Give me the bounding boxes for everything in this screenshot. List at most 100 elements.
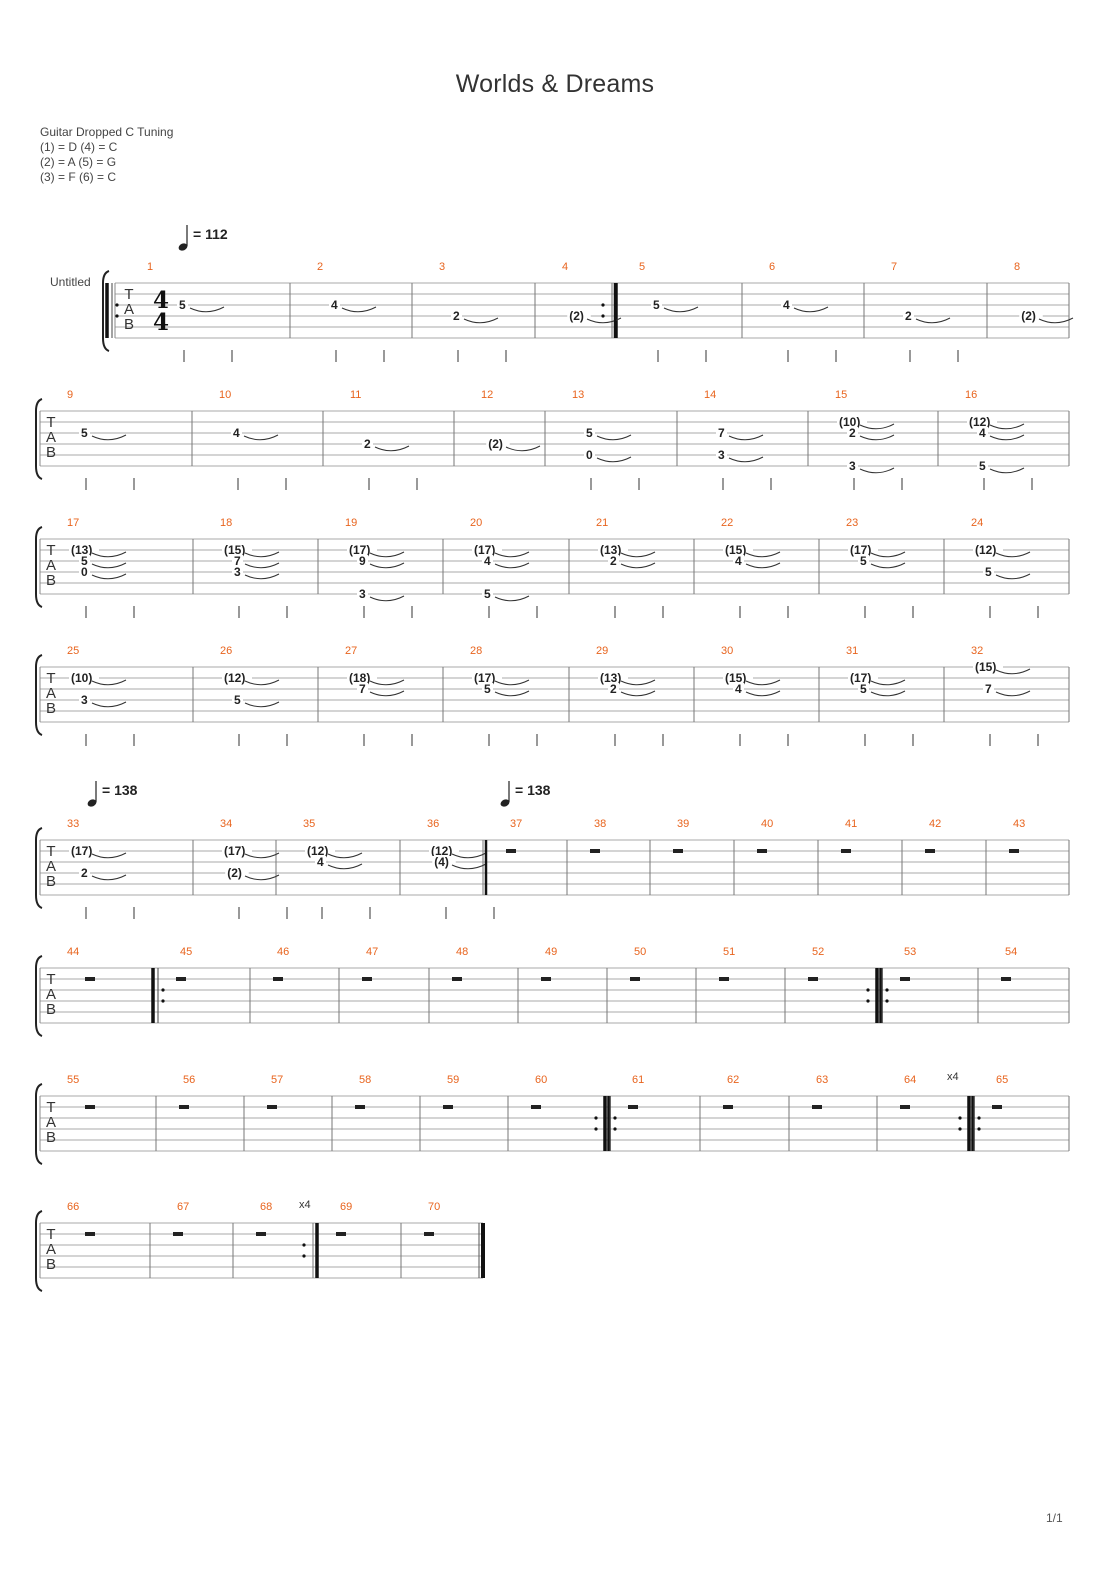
- tab-letter: B: [46, 444, 56, 461]
- repeat-dot: [161, 999, 165, 1003]
- measure-number: 28: [470, 645, 482, 657]
- measure-number: 32: [971, 645, 983, 657]
- fret-number: (17): [71, 844, 92, 858]
- measure-number: 62: [727, 1074, 739, 1086]
- note-backdrop: [967, 416, 997, 429]
- system-bracket: [35, 1210, 43, 1292]
- note-backdrop: [231, 427, 242, 440]
- note-backdrop: [973, 661, 1003, 674]
- tab-letter: T: [124, 286, 133, 303]
- note-backdrop: [733, 683, 744, 696]
- tie-arc: [596, 434, 632, 441]
- fret-number: (12): [307, 844, 328, 858]
- measure-number: 20: [470, 517, 482, 529]
- note-backdrop: [598, 544, 628, 557]
- tie-arc: [494, 562, 530, 569]
- fret-number: 5: [979, 459, 986, 473]
- tie-arc: [451, 852, 487, 859]
- tuning-line: (3) = F (6) = C: [40, 170, 117, 184]
- measure-number: 44: [67, 946, 79, 958]
- tie-arc: [369, 690, 405, 697]
- measure-number: 4: [562, 261, 568, 273]
- time-signature-top: 4: [153, 287, 169, 314]
- measure-number: 61: [632, 1074, 644, 1086]
- fret-number: 2: [364, 437, 371, 451]
- measure-number: 69: [340, 1201, 352, 1213]
- repeat-dot: [613, 1127, 617, 1131]
- tempo-note-head: [178, 243, 188, 251]
- tie-arc: [505, 445, 541, 452]
- fret-number: (17): [349, 543, 370, 557]
- tie-arc: [995, 668, 1031, 675]
- tempo-note-head: [87, 799, 97, 807]
- tie-arc: [244, 701, 280, 708]
- tab-letter: A: [46, 858, 56, 875]
- tie-arc: [369, 562, 405, 569]
- measure-number: 55: [67, 1074, 79, 1086]
- measure-number: 14: [704, 389, 716, 401]
- note-backdrop: [983, 566, 994, 579]
- rest-mark: [841, 849, 851, 853]
- note-backdrop: [432, 856, 456, 869]
- measure-number: 30: [721, 645, 733, 657]
- tie-arc: [995, 690, 1031, 697]
- tab-letter: T: [46, 1099, 55, 1116]
- fret-number: (17): [850, 671, 871, 685]
- tie-arc: [995, 551, 1031, 558]
- measure-number: 51: [723, 946, 735, 958]
- repeat-dot: [866, 988, 870, 992]
- tie-arc: [989, 467, 1025, 474]
- rest-mark: [992, 1105, 1002, 1109]
- repeat-dot: [885, 999, 889, 1003]
- fret-number: (12): [431, 844, 452, 858]
- tie-arc: [369, 551, 405, 558]
- fret-number: 5: [860, 554, 867, 568]
- tab-letter: B: [46, 572, 56, 589]
- tab-letter: B: [124, 316, 134, 333]
- tie-arc: [244, 874, 280, 881]
- note-backdrop: [232, 555, 243, 568]
- rest-mark: [85, 977, 95, 981]
- note-backdrop: [232, 566, 243, 579]
- fret-number: 3: [234, 565, 241, 579]
- note-backdrop: [903, 310, 914, 323]
- fret-number: (4): [434, 855, 449, 869]
- note-backdrop: [79, 867, 90, 880]
- rest-mark: [85, 1105, 95, 1109]
- note-backdrop: [222, 672, 252, 685]
- note-backdrop: [472, 672, 502, 685]
- fret-number: 4: [233, 426, 240, 440]
- fret-number: 5: [484, 682, 491, 696]
- note-backdrop: [451, 310, 462, 323]
- rest-mark: [673, 849, 683, 853]
- note-backdrop: [305, 845, 335, 858]
- tab-letter: A: [46, 429, 56, 446]
- measure-number: 54: [1005, 946, 1017, 958]
- tie-arc: [596, 456, 632, 463]
- time-signature-bottom: 4: [153, 309, 169, 336]
- fret-number: (15): [725, 543, 746, 557]
- tie-arc: [451, 863, 487, 870]
- rest-mark: [176, 977, 186, 981]
- fret-number: 3: [81, 693, 88, 707]
- rest-mark: [362, 977, 372, 981]
- tie-arc: [244, 551, 280, 558]
- measure-number: 36: [427, 818, 439, 830]
- repeat-dot: [115, 303, 119, 307]
- rest-mark: [812, 1105, 822, 1109]
- page-number: 1/1: [1046, 1511, 1063, 1525]
- measure-number: 63: [816, 1074, 828, 1086]
- measure-number: 12: [481, 389, 493, 401]
- rest-mark: [808, 977, 818, 981]
- measure-number: 27: [345, 645, 357, 657]
- note-backdrop: [69, 672, 99, 685]
- tie-arc: [494, 551, 530, 558]
- note-backdrop: [608, 555, 619, 568]
- rest-mark: [1009, 849, 1019, 853]
- measure-number: 10: [219, 389, 231, 401]
- measure-number: 5: [639, 261, 645, 273]
- note-backdrop: [858, 683, 869, 696]
- measure-number: 48: [456, 946, 468, 958]
- measure-number: 11: [350, 389, 361, 401]
